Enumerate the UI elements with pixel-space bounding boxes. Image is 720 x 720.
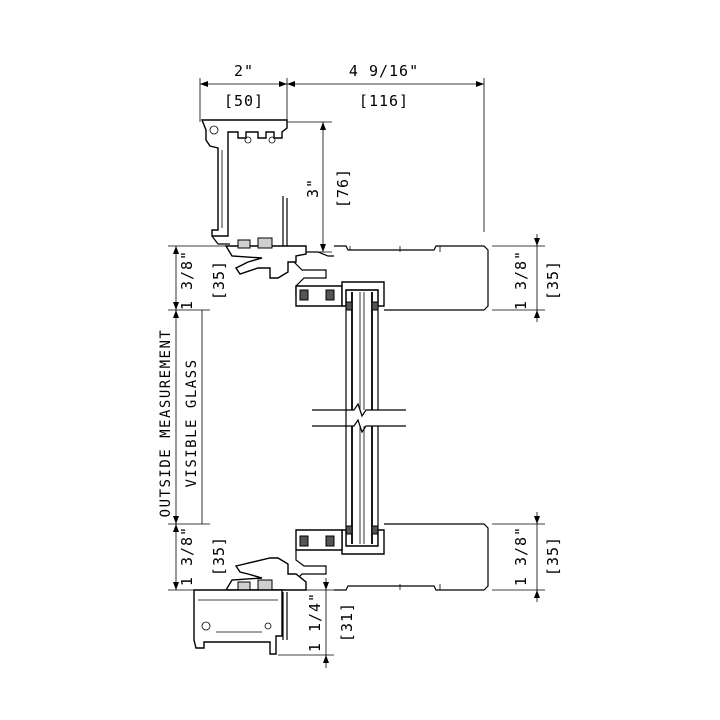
dim-right-upper-mm: [35] xyxy=(544,260,562,300)
sash-bottom-rail xyxy=(334,523,489,591)
sill-dimension-lines xyxy=(278,578,334,668)
break-lines xyxy=(312,402,406,434)
sash-top-rail xyxy=(334,245,489,311)
dim-head-height-mm: [76] xyxy=(334,168,352,208)
left-dimension-lines xyxy=(168,245,230,591)
dim-right-lower-in: 1 3/8" xyxy=(512,526,530,586)
right-dimension-lines xyxy=(492,234,545,602)
dim-top-width-in: 2" xyxy=(234,62,254,80)
top-dimension-lines xyxy=(199,78,485,232)
dim-left-lower-in: 1 3/8" xyxy=(178,526,196,586)
dim-right-lower-mm: [35] xyxy=(544,536,562,576)
upper-glazing-stop xyxy=(224,237,343,307)
dim-left-upper-mm: [35] xyxy=(210,260,228,300)
lower-glazing-stop xyxy=(224,529,343,591)
dim-right-upper-in: 1 3/8" xyxy=(512,250,530,310)
dim-sill-in: 1 1/4" xyxy=(306,592,324,652)
label-outside-measurement: OUTSIDE MEASUREMENT xyxy=(158,329,174,518)
dim-top-depth-in: 4 9/16" xyxy=(349,62,419,80)
dim-head-height-in: 3" xyxy=(304,178,322,198)
dim-top-depth-mm: [116] xyxy=(359,92,409,110)
dim-top-width-mm: [50] xyxy=(224,92,264,110)
sill-frame-profile xyxy=(193,589,288,655)
head-frame-profile xyxy=(200,119,288,248)
dim-left-lower-mm: [35] xyxy=(210,536,228,576)
label-visible-glass: VISIBLE GLASS xyxy=(184,358,200,487)
dim-sill-mm: [31] xyxy=(338,602,356,642)
dim-left-upper-in: 1 3/8" xyxy=(178,250,196,310)
